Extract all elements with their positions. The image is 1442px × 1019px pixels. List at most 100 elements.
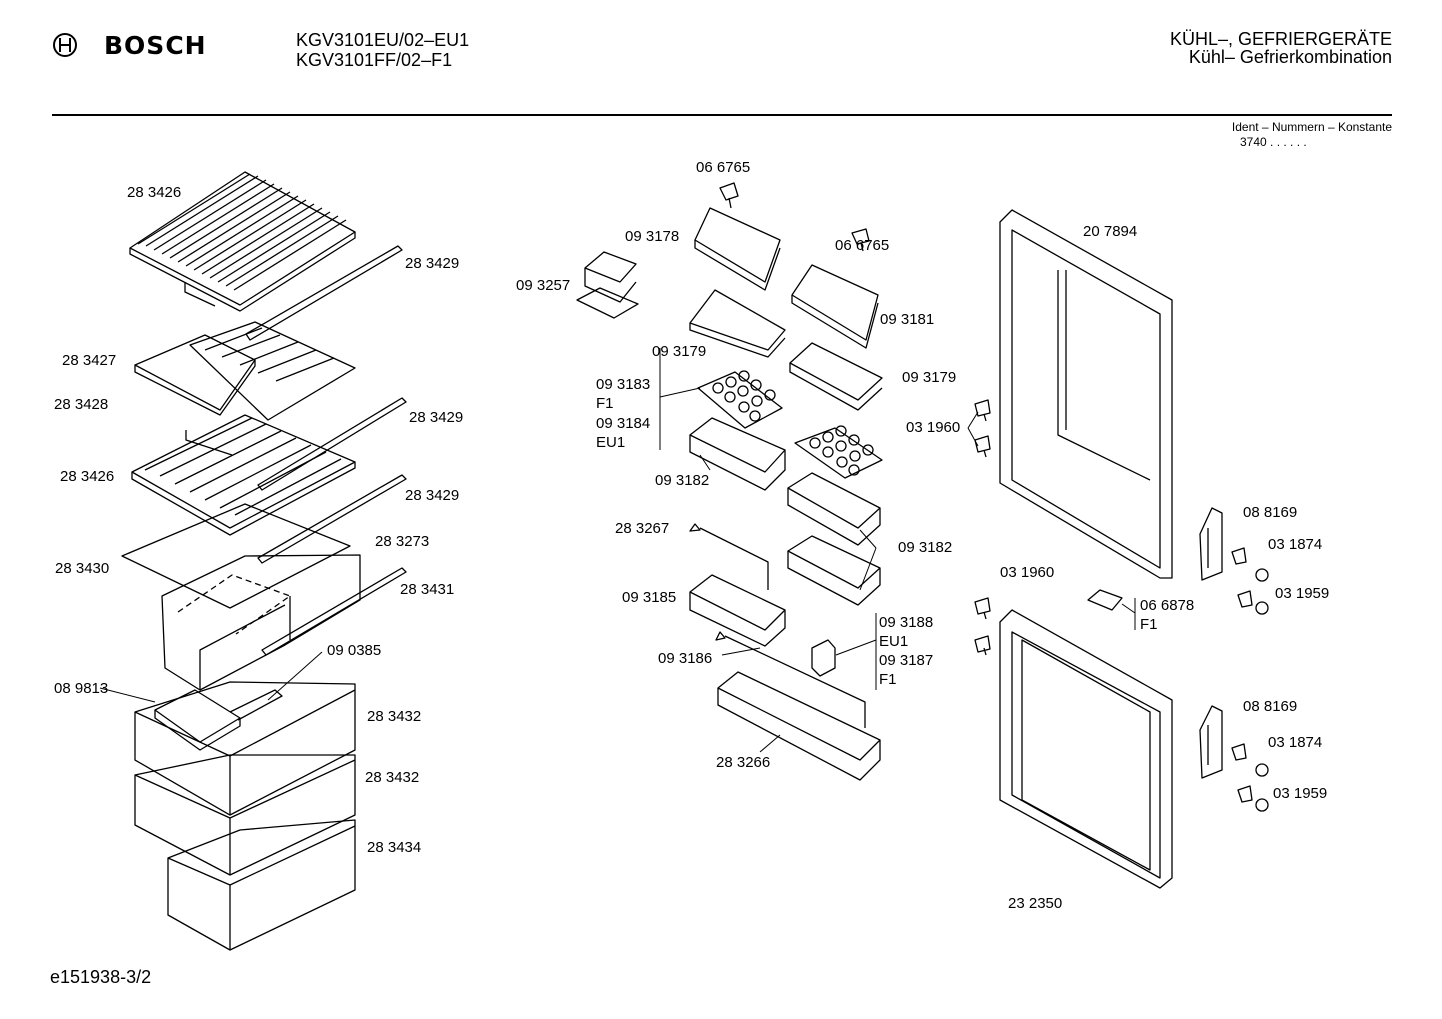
bottle-shelf-283266 xyxy=(718,672,880,780)
crisper-drawer xyxy=(162,555,360,690)
part-label-093178: 09 3178 xyxy=(625,228,680,245)
part-label-232350: 23 2350 xyxy=(1008,895,1063,912)
crisper-trim-strip xyxy=(262,568,406,655)
part-label-066765-a: 06 6765 xyxy=(696,159,751,176)
part-label-283429-b: 28 3429 xyxy=(409,409,464,426)
bosch-logo xyxy=(50,32,80,63)
part-label-066765-b: 06 6765 xyxy=(835,237,890,254)
door-bin-lid-093181 xyxy=(792,265,878,348)
part-label-093186: 09 3186 xyxy=(658,650,713,667)
part-label-283429-c: 28 3429 xyxy=(405,487,460,504)
part-label-066878: 06 6878 xyxy=(1140,597,1195,614)
screw-031960-b xyxy=(975,436,990,457)
part-label-093257: 09 3257 xyxy=(516,277,571,294)
screw-066765-b xyxy=(852,229,869,251)
freezer-drawer-top xyxy=(135,682,355,815)
freezer-drawer-bottom xyxy=(168,820,355,950)
brand-name: BOSCH xyxy=(104,31,207,60)
door-tray-093179-a xyxy=(690,290,785,357)
part-label-031874-b: 03 1874 xyxy=(1268,734,1323,751)
category-title: KÜHL–, GEFRIERGERÄTE xyxy=(1169,29,1392,49)
drawing-id: e151938-3/2 xyxy=(50,967,152,987)
part-label-031959-a: 03 1959 xyxy=(1275,585,1330,602)
washer-031959-a xyxy=(1256,569,1268,581)
part-label-283432-a: 28 3432 xyxy=(367,708,422,725)
screw-031960-a xyxy=(975,400,990,421)
model-number-eu: KGV3101EU/02–EU1 xyxy=(296,30,470,50)
part-label-093182-a: 09 3182 xyxy=(655,472,710,489)
screw-031874-a xyxy=(1232,548,1246,564)
screw-031874-c xyxy=(1238,591,1252,607)
part-label-089813: 08 9813 xyxy=(54,680,109,697)
screw-066765-a xyxy=(720,183,738,208)
bosch-armature-icon xyxy=(53,33,77,57)
part-label-093187: 09 3187 xyxy=(879,652,934,669)
variant-label-f1-c: F1 xyxy=(1140,616,1158,633)
door-bin-093182-a xyxy=(690,418,785,490)
part-label-093188: 09 3188 xyxy=(879,614,934,631)
hinge-088169-b xyxy=(1200,706,1222,778)
leader-lines xyxy=(100,348,1135,752)
screw-031874-d xyxy=(1238,786,1252,802)
part-label-283426-mid: 28 3426 xyxy=(60,468,115,485)
glass-shelf-top xyxy=(130,172,355,311)
part-label-031960-b: 03 1960 xyxy=(1000,564,1055,581)
part-label-283429-a: 28 3429 xyxy=(405,255,460,272)
part-label-031874-a: 03 1874 xyxy=(1268,536,1323,553)
part-label-093184: 09 3184 xyxy=(596,415,651,432)
washer-031959-c xyxy=(1256,602,1268,614)
ident-label: Ident – Nummern – Konstante xyxy=(1231,120,1392,134)
shelf-trim-strip-1 xyxy=(246,246,402,340)
part-label-207894: 20 7894 xyxy=(1083,223,1138,240)
part-label-093182-b: 09 3182 xyxy=(898,539,953,556)
door-bin-093185 xyxy=(690,575,785,646)
door-bin-lid-093178 xyxy=(695,208,780,290)
shelf-insert-plate xyxy=(135,335,255,415)
part-label-283266: 28 3266 xyxy=(716,754,771,771)
header-divider xyxy=(52,114,1392,116)
washer-031959-b xyxy=(1256,764,1268,776)
part-label-093183: 09 3183 xyxy=(596,376,651,393)
screw-031874-b xyxy=(1232,744,1246,760)
door-bin-093182-b xyxy=(788,473,880,545)
variant-label-eu1-a: EU1 xyxy=(596,434,626,451)
bottle-rail-283267 xyxy=(690,524,768,590)
part-label-283434: 28 3434 xyxy=(367,839,422,856)
part-label-088169-a: 08 8169 xyxy=(1243,504,1298,521)
part-label-283427: 28 3427 xyxy=(62,352,117,369)
part-label-093181: 09 3181 xyxy=(880,311,935,328)
shelf-trim-strip-3 xyxy=(258,475,406,563)
ident-value: 3740 . . . . . . xyxy=(1240,135,1307,149)
screw-031960-d xyxy=(975,636,990,655)
glass-shelf-middle xyxy=(186,322,355,455)
washer-031959-d xyxy=(1256,799,1268,811)
part-label-088169-b: 08 8169 xyxy=(1243,698,1298,715)
part-label-283267: 28 3267 xyxy=(615,520,670,537)
part-label-031960-a: 03 1960 xyxy=(906,419,961,436)
part-label-283432-b: 28 3432 xyxy=(365,769,420,786)
egg-tray-b xyxy=(795,426,882,478)
part-label-283428: 28 3428 xyxy=(54,396,109,413)
variant-label-f1-b: F1 xyxy=(879,671,897,688)
egg-tray-a xyxy=(698,371,782,428)
label-plate-066878 xyxy=(1088,590,1122,610)
variant-label-f1-a: F1 xyxy=(596,395,614,412)
door-bin-093182-c xyxy=(788,536,880,605)
door-tray-093179-b xyxy=(790,343,882,410)
part-label-031959-b: 03 1959 xyxy=(1273,785,1328,802)
category-subtitle: Kühl– Gefrierkombination xyxy=(1188,47,1392,67)
freezer-drawer-middle xyxy=(135,755,355,875)
part-label-283430: 28 3430 xyxy=(55,560,110,577)
bracket-093188 xyxy=(812,640,835,676)
part-label-093179-b: 09 3179 xyxy=(902,369,957,386)
butter-box-093257 xyxy=(577,252,638,318)
part-label-283431: 28 3431 xyxy=(400,581,455,598)
shelf-trim-strip-2 xyxy=(258,398,406,490)
part-label-093179-a: 09 3179 xyxy=(652,343,707,360)
model-number-ff: KGV3101FF/02–F1 xyxy=(296,50,453,70)
part-label-283273: 28 3273 xyxy=(375,533,430,550)
bottle-rail-093186 xyxy=(716,632,865,728)
hinge-088169-a xyxy=(1200,508,1222,580)
crisper-cover-glass xyxy=(122,504,350,608)
